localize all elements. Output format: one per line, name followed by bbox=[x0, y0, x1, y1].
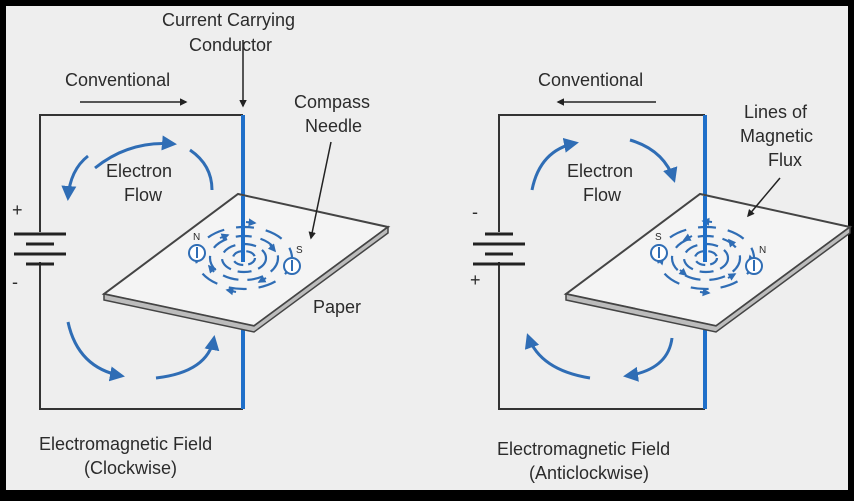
left-battery bbox=[14, 232, 66, 266]
svg-text:S: S bbox=[655, 232, 662, 243]
compass-needle-label-1: Compass bbox=[294, 92, 370, 112]
right-compass-south: S bbox=[650, 232, 668, 262]
right-caption-line2: (Anticlockwise) bbox=[529, 463, 649, 483]
right-circuit-wire-bottom bbox=[498, 262, 705, 410]
compass-needle-label-2: Needle bbox=[305, 116, 362, 136]
svg-text:N: N bbox=[759, 245, 766, 256]
svg-text:S: S bbox=[296, 245, 303, 256]
left-electron-arrow-left bbox=[61, 154, 89, 201]
left-electron-arrow-top-right bbox=[94, 135, 177, 170]
right-electron-arrow-bottom-left bbox=[524, 333, 591, 380]
right-battery-plus: + bbox=[470, 270, 481, 290]
right-battery-minus: - bbox=[472, 202, 478, 222]
right-electron-arrow-bottom-right bbox=[623, 337, 674, 382]
right-caption-line1: Electromagnetic Field bbox=[497, 439, 670, 459]
left-circuit-wire bbox=[39, 114, 243, 232]
paper-label: Paper bbox=[313, 297, 361, 317]
left-caption-line2: (Clockwise) bbox=[84, 458, 177, 478]
left-electron-arrow-bottom-left bbox=[66, 321, 125, 382]
left-circuit: + - Conventional Electron Flow bbox=[12, 40, 391, 478]
svg-text:N: N bbox=[193, 232, 200, 243]
compass-needle-pointer bbox=[308, 141, 332, 240]
flux-pointer bbox=[747, 177, 781, 218]
left-compass-south: S bbox=[283, 245, 303, 275]
flux-label-2: Magnetic bbox=[740, 126, 813, 146]
left-compass-north: N bbox=[188, 232, 206, 262]
left-electron-label-2: Flow bbox=[124, 185, 163, 205]
right-electron-label-1: Electron bbox=[567, 161, 633, 181]
left-electron-label-1: Electron bbox=[106, 161, 172, 181]
right-circuit: - + Conventional Electron Flow bbox=[470, 70, 853, 483]
conductor-title-line2: Conductor bbox=[189, 35, 272, 55]
right-electron-label-2: Flow bbox=[583, 185, 622, 205]
right-electron-arrow-top-left bbox=[530, 137, 579, 191]
right-battery bbox=[473, 232, 525, 266]
flux-label-3: Flux bbox=[768, 150, 802, 170]
right-electron-arrow-top-right bbox=[629, 138, 678, 183]
left-battery-plus: + bbox=[12, 200, 23, 220]
conductor-title-line1: Current Carrying bbox=[162, 10, 295, 30]
left-circuit-wire-bottom bbox=[39, 262, 243, 410]
right-circuit-wire bbox=[498, 114, 705, 232]
left-caption-line1: Electromagnetic Field bbox=[39, 434, 212, 454]
right-conventional-label: Conventional bbox=[538, 70, 643, 90]
left-paper-edge bbox=[103, 225, 389, 333]
right-paper-edge bbox=[565, 225, 851, 333]
left-battery-minus: - bbox=[12, 272, 18, 292]
right-compass-north: N bbox=[745, 245, 766, 275]
flux-label-1: Lines of bbox=[744, 102, 808, 122]
left-electron-arrow-right bbox=[189, 148, 214, 191]
left-conventional-label: Conventional bbox=[65, 70, 170, 90]
left-electron-arrow-bottom-right bbox=[155, 335, 220, 380]
